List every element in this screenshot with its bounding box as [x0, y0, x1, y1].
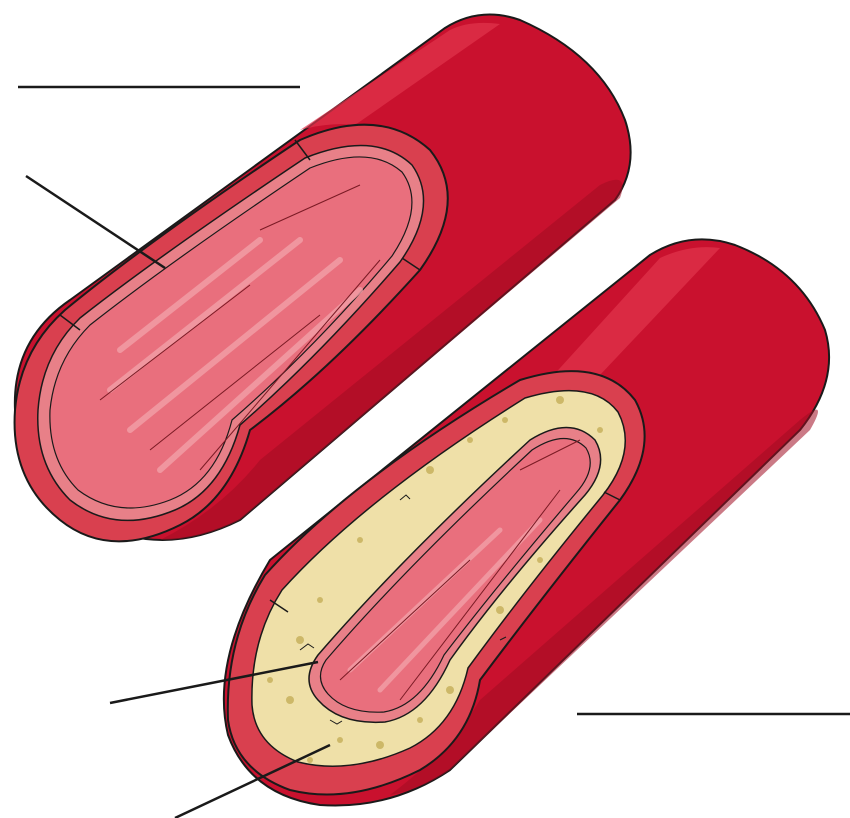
label-line-healthy-wall [26, 176, 165, 268]
